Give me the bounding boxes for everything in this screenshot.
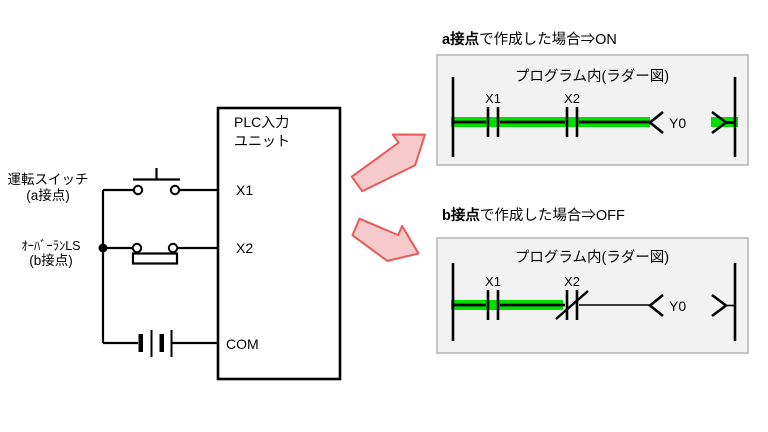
overrun-ls-label-line2: (b接点) — [29, 252, 73, 268]
ladder-b-coil-open-chevron — [647, 293, 664, 318]
operation-switch-label-line2: (a接点) — [26, 187, 70, 203]
panel-b: b接点で作成した場合⇒OFF プログラム内(ラダー図) — [436, 206, 749, 354]
arrow-down-right-icon — [351, 217, 420, 262]
ladder-b: X1 X2 Y0 — [451, 263, 737, 341]
pushbutton-contact-left — [132, 184, 144, 196]
panel-b-heading: b接点で作成した場合⇒OFF — [442, 206, 625, 224]
panel-a-heading-rest: で作成した場合⇒ON — [479, 31, 617, 48]
pushbutton-contact-right — [169, 184, 181, 196]
ladder-b-x1-label: X1 — [485, 274, 501, 289]
arrow-up-right-icon — [350, 133, 426, 193]
limit-switch-contact-right — [167, 242, 179, 254]
operation-switch-label-line1: 運転スイッチ — [8, 172, 89, 187]
ladder-a-contact-x2 — [565, 107, 579, 137]
overrun-ls-label-line1: ｵｰﾊﾞｰﾗﾝLS — [21, 239, 80, 253]
limit-switch-contact-left — [131, 242, 143, 254]
panel-a-heading-bold: a接点 — [442, 30, 480, 48]
panel-b-heading-bold: b接点 — [442, 206, 480, 224]
ladder-b-x2-label: X2 — [564, 274, 580, 289]
ladder-b-x2-nc-slash — [555, 290, 589, 320]
terminal-label-x1: X1 — [236, 182, 253, 198]
circuit-diagram: PLC入力 ユニット X1 X2 COM 運転スイッチ (a接点) ｵｰﾊﾞｰﾗ… — [8, 106, 342, 381]
ladder-a: X1 X2 Y0 — [451, 77, 738, 157]
terminal-label-com: COM — [226, 336, 259, 352]
ladder-b-contact-x2-nc — [555, 290, 589, 320]
ladder-b-contact-x1 — [486, 290, 500, 320]
panel-a-heading: a接点で作成した場合⇒ON — [442, 30, 617, 48]
limit-switch-bar — [131, 252, 179, 265]
ladder-b-coil-y0 — [647, 293, 735, 318]
ladder-b-y0-label: Y0 — [669, 298, 686, 314]
ladder-a-coil-open-chevron — [647, 110, 664, 135]
panel-b-heading-rest: で作成した場合⇒OFF — [480, 207, 625, 224]
pushbutton-switch — [103, 168, 218, 196]
ladder-a-contact-x1 — [486, 107, 500, 137]
panel-a: a接点で作成した場合⇒ON プログラム内(ラダー図) — [436, 30, 749, 166]
plc-unit-box — [216, 106, 342, 381]
ladder-a-x2-label: X2 — [564, 91, 580, 106]
limit-switch — [98, 242, 218, 265]
ladder-a-y0-label: Y0 — [669, 115, 686, 131]
battery-icon — [103, 330, 218, 357]
panel-b-title: プログラム内(ラダー図) — [515, 249, 669, 266]
panel-a-title: プログラム内(ラダー図) — [515, 68, 669, 85]
battery-plate-thick-2 — [159, 334, 164, 352]
plc-unit-title-line2: ユニット — [234, 133, 290, 149]
ladder-a-coil-y0 — [647, 110, 735, 135]
ladder-a-x1-label: X1 — [485, 91, 501, 106]
battery-plate-thick-1 — [138, 334, 143, 352]
terminal-label-x2: X2 — [236, 240, 253, 256]
plc-unit-title-line1: PLC入力 — [234, 114, 289, 130]
